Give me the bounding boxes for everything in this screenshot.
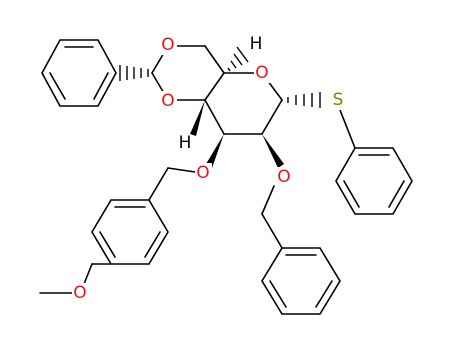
wedge-bond-c2-o [262,134,284,168]
atom-h-left: H [179,133,192,153]
hashed-bond-anomeric-s [287,92,321,108]
wedge-bond-left-h [190,100,205,136]
benzylidene-phenyl-ring [41,39,117,107]
hashed-bond-acetal-phenyl [119,65,149,81]
pmb-aryl-ring [91,199,169,265]
atom-o-bn: O [276,167,293,187]
atom-o-pmb: O [195,163,212,183]
svg-text:S: S [333,90,344,110]
atom-s-thio: S [331,90,348,110]
benzyl-phenyl-ring [261,247,341,315]
atom-o-methoxy: O [72,283,89,303]
svg-text:O: O [196,163,209,183]
svg-text:H: H [250,34,263,54]
svg-text:O: O [73,283,86,303]
svg-text:O: O [161,91,174,111]
svg-text:O: O [161,35,174,55]
benzyl-linker-bonds [261,185,283,249]
svg-text:H: H [179,133,192,153]
atom-o-ring: O [254,63,271,83]
thiophenyl-bonds [339,109,356,149]
svg-text:O: O [255,63,268,83]
atom-h-top: H [250,34,263,54]
methoxy-bonds [39,263,112,294]
atom-o-acetal-top: O [160,35,177,55]
hashed-bond-top-h [227,46,249,72]
pmb-linker-bonds [148,167,196,201]
svg-text:O: O [277,167,290,187]
atom-o-acetal-bottom: O [160,91,177,111]
thiophenyl-ring [335,147,413,215]
wedge-bond-c3-o [206,134,224,168]
